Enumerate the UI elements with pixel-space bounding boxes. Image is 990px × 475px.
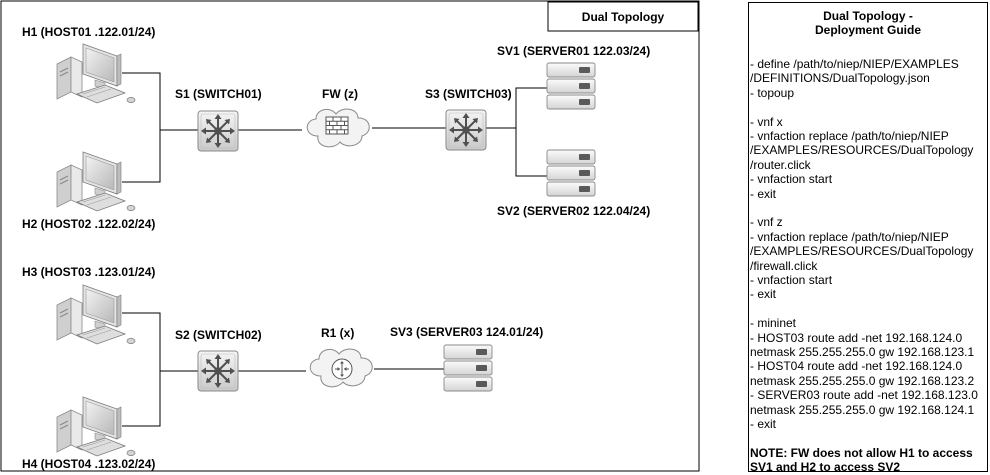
- router-cloud-icon: [309, 348, 373, 388]
- label-s2: S2 (SWITCH02): [175, 328, 262, 342]
- link-h2-s1: [122, 130, 161, 183]
- guide-line: [750, 100, 986, 114]
- label-h2: H2 (HOST02 .122.02/24): [22, 217, 155, 231]
- guide-line: - exit: [750, 287, 777, 302]
- server-sv3-icon: [443, 344, 493, 392]
- label-h3: H3 (HOST03 .123.01/24): [22, 265, 155, 279]
- link-h3-s2: [122, 312, 198, 372]
- label-h1: H1 (HOST01 .122.01/24): [22, 25, 155, 39]
- label-sv1: SV1 (SERVER01 122.03/24): [497, 44, 650, 58]
- guide-line: netmask 255.255.255.0 gw 192.168.124.1: [750, 402, 975, 417]
- diagram-title: Dual Topology: [582, 10, 665, 24]
- firewall-cloud-icon: [306, 108, 370, 148]
- guide-line: /EXAMPLES/RESOURCES/DualTopology: [750, 143, 974, 158]
- guide-line: [750, 302, 986, 316]
- guide-line: - vnf z: [750, 215, 783, 230]
- link-h4-s2: [122, 371, 161, 427]
- guide-line: /EXAMPLES/RESOURCES/DualTopology: [750, 244, 974, 259]
- guide-line: - SERVER03 route add -net 192.168.123.0: [750, 388, 978, 403]
- guide-line: - vnfaction replace /path/to/niep/NIEP: [750, 229, 949, 244]
- switch-s2-icon: [197, 350, 239, 392]
- host-h3-icon: [56, 284, 136, 345]
- guide-note-line-2: SV1 and H2 to access SV2: [750, 459, 901, 474]
- guide-line: /router.click: [750, 157, 811, 172]
- label-fw: FW (z): [322, 87, 358, 101]
- diagram-title-box: [547, 1, 699, 32]
- guide-line: /DEFINITIONS/DualTopology.json: [750, 71, 930, 86]
- guide-instructions: - define /path/to/niep/NIEP/EXAMPLES/DEF…: [749, 37, 987, 432]
- label-s1: S1 (SWITCH01): [175, 87, 262, 101]
- label-sv3: SV3 (SERVER03 124.01/24): [390, 325, 543, 339]
- guide-line: [750, 201, 986, 215]
- guide-title: Dual Topology - Deployment Guide: [749, 3, 987, 37]
- guide-line: - vnf x: [750, 114, 783, 129]
- server-sv2-icon: [546, 149, 596, 197]
- switch-s1-icon: [197, 110, 239, 152]
- guide-title-line-1: Dual Topology -: [823, 9, 913, 23]
- label-sv2: SV2 (SERVER02 122.04/24): [497, 204, 650, 218]
- label-h4: H4 (HOST04 .123.02/24): [22, 457, 155, 471]
- server-sv1-icon: [546, 62, 596, 110]
- guide-line: - topoup: [750, 85, 795, 100]
- guide-line: - define /path/to/niep/NIEP/EXAMPLES: [750, 57, 959, 71]
- link-h1-s1: [122, 72, 198, 131]
- switch-s3-icon: [445, 109, 487, 151]
- guide-line: - HOST03 route add -net 192.168.124.0: [750, 330, 963, 345]
- guide-line: netmask 255.255.255.0 gw 192.168.123.2: [750, 373, 975, 388]
- label-r1: R1 (x): [321, 326, 354, 340]
- guide-line: - vnfaction start: [750, 172, 833, 187]
- guide-line: - vnfaction replace /path/to/niep/NIEP: [750, 129, 949, 144]
- guide-line: /firewall.click: [750, 258, 818, 273]
- guide-line: - vnfaction start: [750, 273, 833, 288]
- guide-line: - exit: [750, 417, 777, 432]
- guide-line: - mininet: [750, 316, 797, 331]
- link-s3-sv1: [486, 87, 547, 129]
- guide-line: netmask 255.255.255.0 gw 192.168.123.1: [750, 345, 975, 360]
- deployment-guide-panel: Dual Topology - Deployment Guide - defin…: [748, 2, 988, 475]
- label-s3: S3 (SWITCH03): [425, 87, 512, 101]
- guide-note-line-1: NOTE: FW does not allow H1 to access: [750, 445, 973, 460]
- guide-line: - exit: [750, 186, 777, 201]
- guide-line: - HOST04 route add -net 192.168.124.0: [750, 359, 963, 374]
- guide-note: NOTE: FW does not allow H1 to access SV1…: [749, 432, 987, 475]
- diagram-frame: [0, 0, 700, 472]
- link-s3-sv2: [515, 128, 547, 177]
- guide-title-line-2: Deployment Guide: [814, 23, 921, 37]
